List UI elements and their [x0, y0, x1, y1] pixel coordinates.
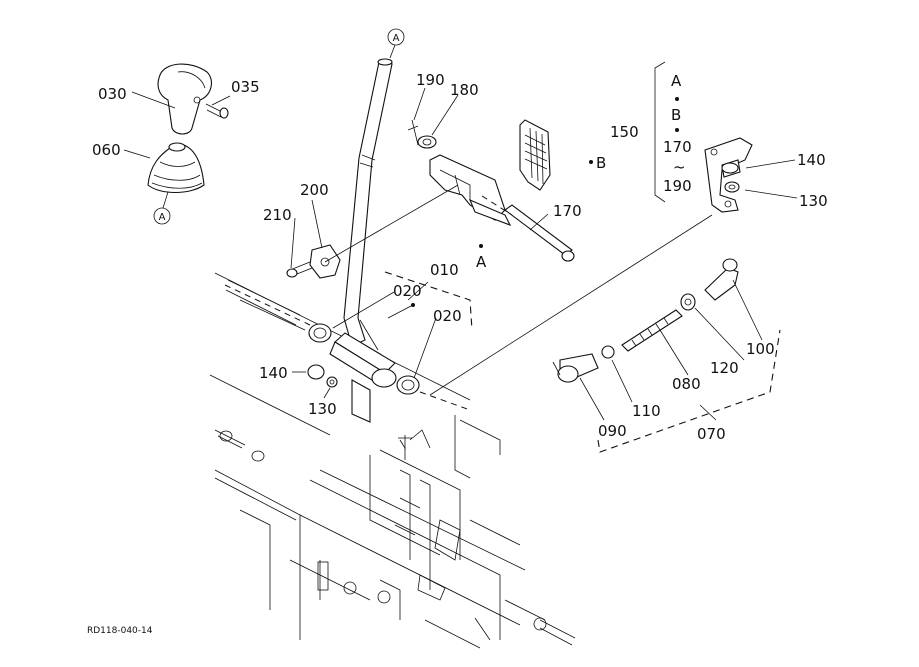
- label-080: 080: [672, 375, 701, 393]
- frame-bolts: [214, 429, 576, 646]
- shaft-centerline-right: [419, 391, 471, 411]
- link-line-200: [324, 184, 459, 263]
- guide-plate: [519, 119, 551, 191]
- shift-arm: [704, 137, 753, 213]
- circled-ref-a-boot: A: [153, 207, 171, 225]
- arm-link-line: [429, 214, 713, 396]
- reference-dots: [411, 97, 679, 307]
- pin-170: [481, 195, 575, 262]
- link-rod-assembly: [552, 258, 739, 383]
- label-070: 070: [697, 425, 726, 443]
- leader-lines: [123, 44, 798, 421]
- shift-bracket: [407, 119, 512, 227]
- svg-text:A: A: [159, 212, 166, 223]
- label-090: 090: [598, 422, 627, 440]
- label-020-bottom: 020: [433, 307, 462, 325]
- bracket-150: [654, 61, 666, 203]
- bracket-ref-190: 190: [663, 177, 692, 195]
- shift-lever: [343, 58, 393, 423]
- reference-letters: A B A B 170 ~ 190: [476, 72, 692, 271]
- collar-140-left: [307, 364, 338, 388]
- label-180: 180: [450, 81, 479, 99]
- label-120: 120: [710, 359, 739, 377]
- label-170: 170: [553, 202, 582, 220]
- label-030: 030: [98, 85, 127, 103]
- label-140-left: 140: [259, 364, 288, 382]
- knob-030: [157, 63, 229, 135]
- svg-text:A: A: [393, 33, 400, 44]
- shaft-left: [225, 279, 301, 326]
- bracket-070: [597, 329, 781, 453]
- label-060: 060: [92, 141, 121, 159]
- ref-a-bracket: A: [476, 253, 487, 271]
- block-200: [286, 244, 341, 279]
- label-100: 100: [746, 340, 775, 358]
- label-150: 150: [610, 123, 639, 141]
- drawing-code: RD118-040-14: [87, 626, 153, 636]
- label-200: 200: [300, 181, 329, 199]
- ref-b-point: B: [596, 154, 606, 172]
- label-110: 110: [632, 402, 661, 420]
- label-190: 190: [416, 71, 445, 89]
- bracket-ref-a: A: [671, 72, 682, 90]
- pivot-pipe: [308, 323, 420, 395]
- label-130-right: 130: [799, 192, 828, 210]
- label-010: 010: [430, 261, 459, 279]
- label-140-right: 140: [797, 151, 826, 169]
- bracket-ref-tilde: ~: [673, 158, 686, 176]
- circled-ref-a-top: A: [387, 28, 405, 46]
- chassis-frame: [209, 272, 546, 649]
- label-130-left: 130: [308, 400, 337, 418]
- bracket-010: [384, 271, 473, 331]
- part-labels: 030 035 060 190 180 200 210 170 010 020 …: [92, 71, 828, 443]
- label-020-top: 020: [393, 282, 422, 300]
- boot-060: [147, 142, 205, 194]
- label-035: 035: [231, 78, 260, 96]
- bracket-ref-b: B: [671, 106, 681, 124]
- bracket-ref-170: 170: [663, 138, 692, 156]
- label-210: 210: [263, 206, 292, 224]
- shaft-centerline-left: [224, 284, 311, 326]
